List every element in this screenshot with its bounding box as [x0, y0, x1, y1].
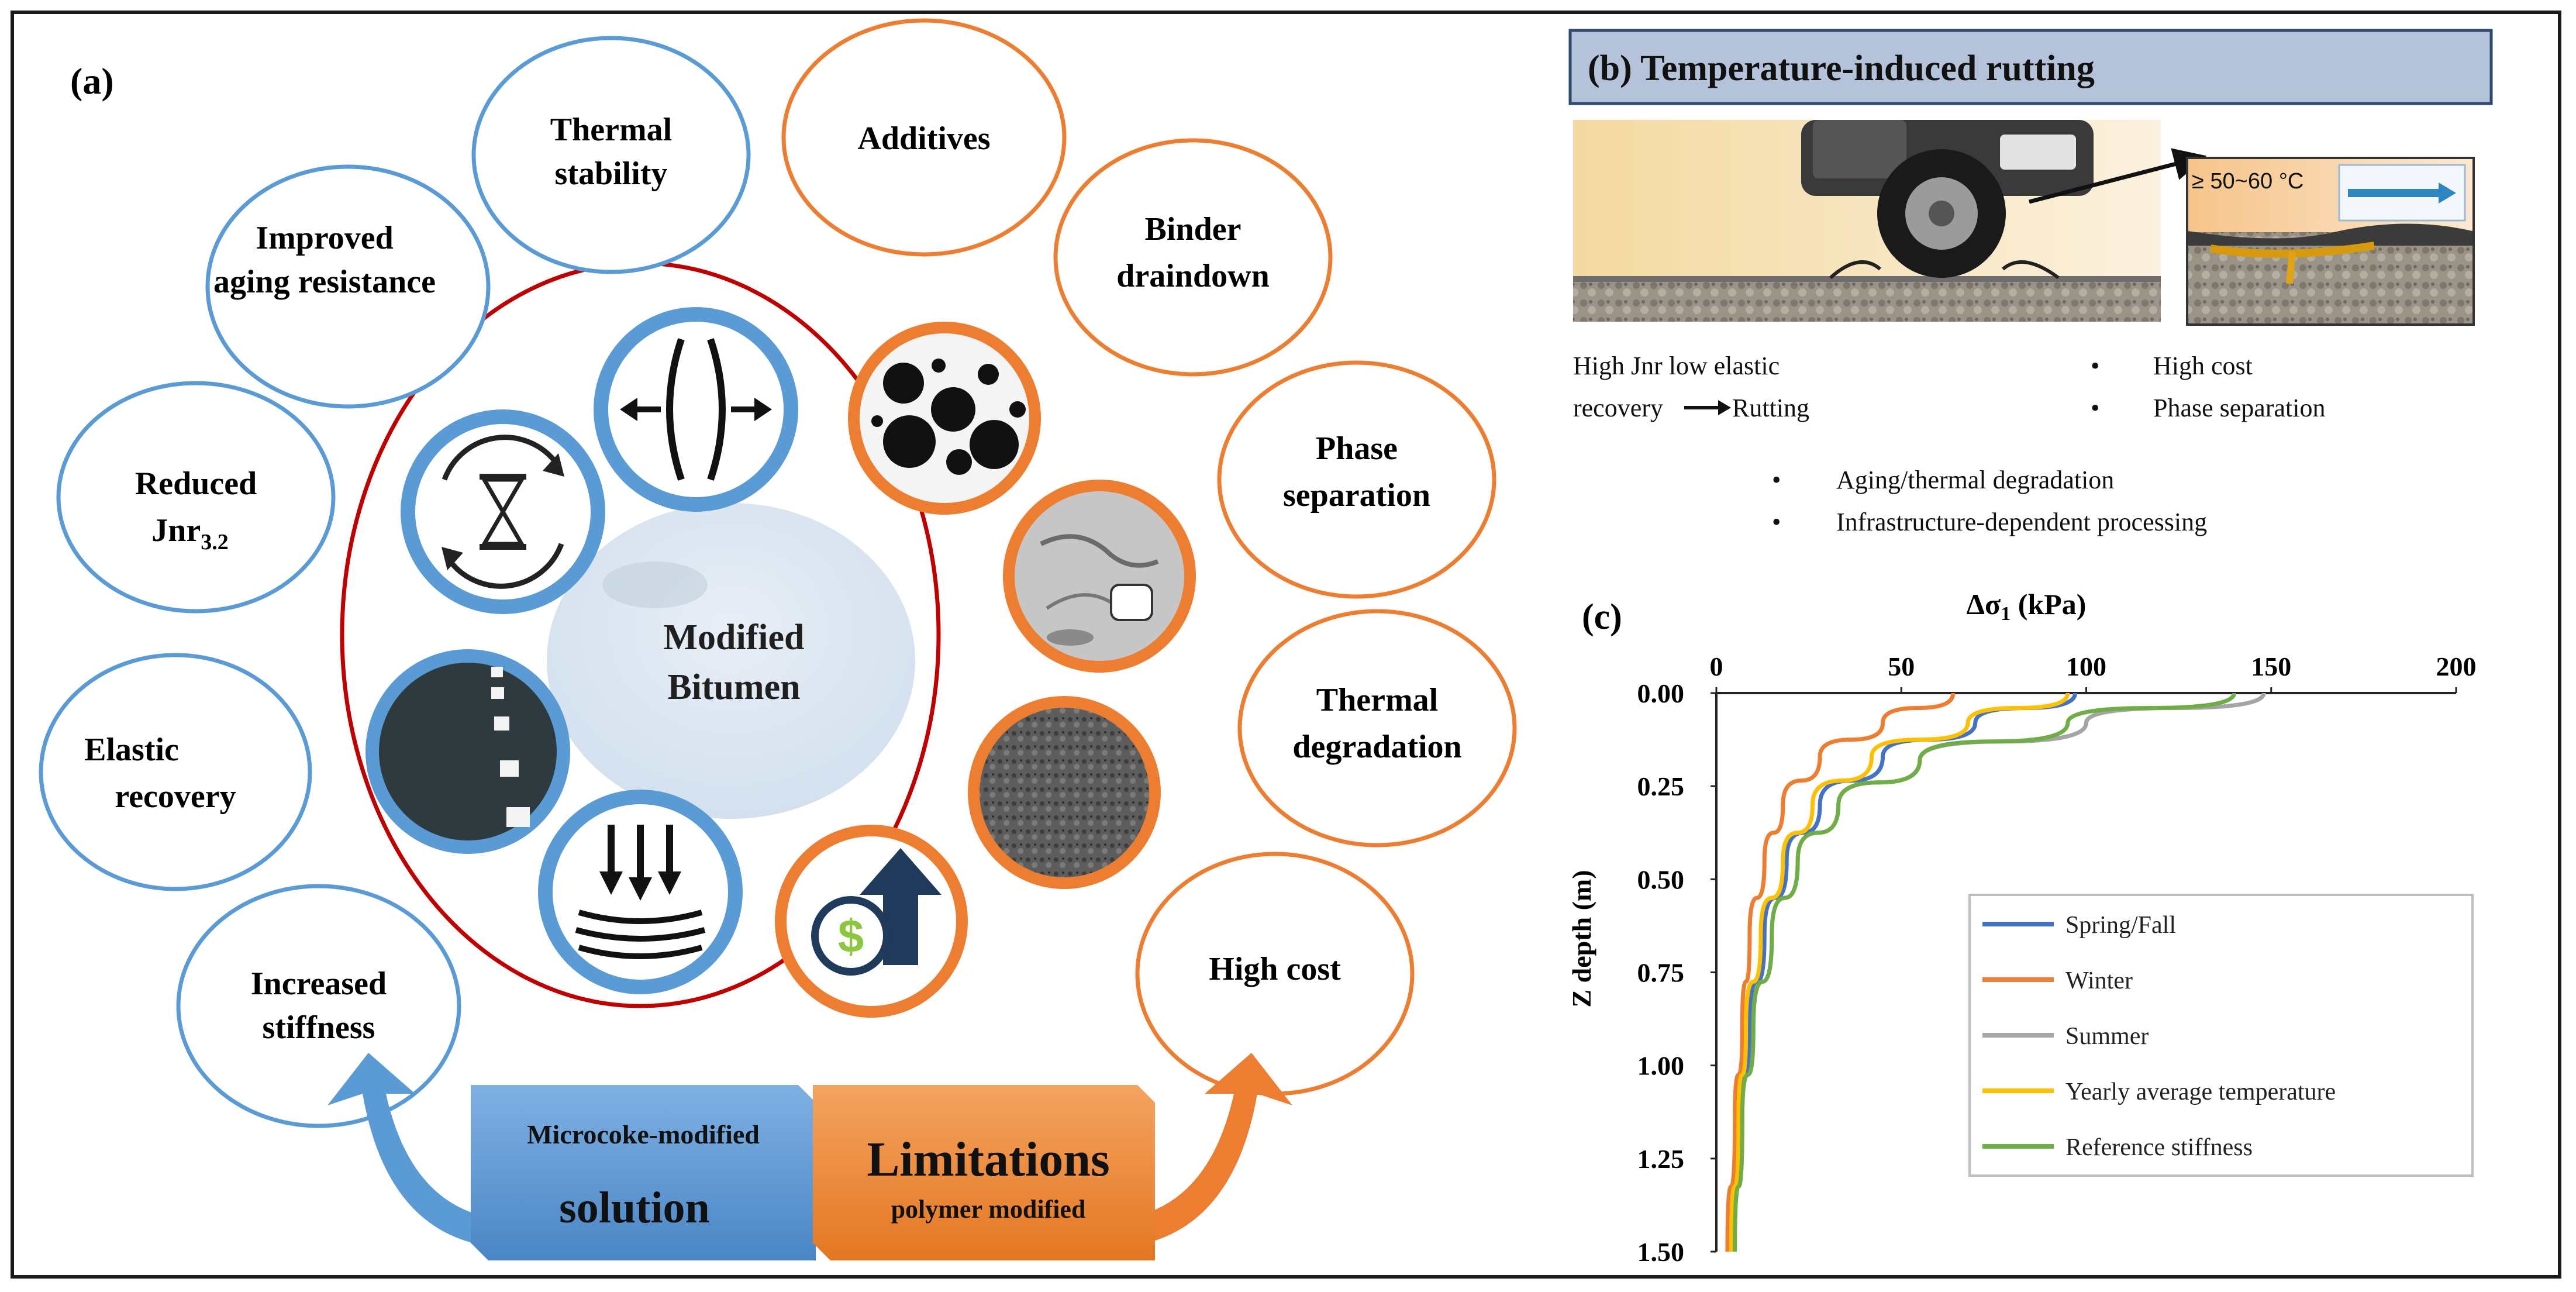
series-line-yearly-average-temperature: [1729, 692, 2070, 1252]
jnr-subscript: 3.2: [201, 530, 229, 554]
benefit-reduced-jnr: Reduced Jnr3.2: [56, 381, 336, 614]
svg-text:Jnr3.2: Jnr3.2: [151, 512, 229, 554]
svg-text:separation: separation: [1283, 477, 1430, 514]
svg-text:•: •: [1772, 466, 1781, 494]
x-tick-label: 100: [2066, 652, 2106, 681]
bullet-aging-thermal: Aging/thermal degradation: [1836, 466, 2114, 494]
y-tick-label: 1.25: [1637, 1144, 1685, 1174]
rough-surface-icon: [968, 696, 1161, 889]
solution-box: Microcoke-modified solution: [471, 1085, 816, 1260]
limitation-thermal-degradation: Thermal degradation: [1237, 609, 1517, 847]
bullet-high-cost: High cost: [2153, 352, 2253, 380]
svg-text:Reduced: Reduced: [135, 466, 257, 502]
limitation-big-text: Limitations: [867, 1132, 1109, 1187]
limitation-box: Limitations polymer modified: [813, 1085, 1155, 1260]
bullet-phase-separation: Phase separation: [2153, 394, 2325, 422]
limitation-high-cost: High cost: [1135, 852, 1415, 1096]
svg-text:Thermal: Thermal: [1316, 682, 1438, 718]
series-line-winter: [1725, 692, 1956, 1252]
y-axis-title: Z depth (m): [1567, 870, 1596, 1007]
svg-text:Elastic: Elastic: [84, 732, 179, 768]
svg-text:$: $: [838, 910, 864, 962]
svg-text:High cost: High cost: [1209, 951, 1341, 987]
svg-text:•: •: [1772, 508, 1781, 536]
svg-text:•: •: [2091, 352, 2099, 380]
cracked-pavement-icon: [1003, 480, 1196, 673]
svg-text:stiffness: stiffness: [263, 1010, 375, 1046]
solution-small-text: Microcoke-modified: [527, 1119, 760, 1149]
rut-zoom-inset: ≥ 50~60 °C: [2186, 157, 2475, 326]
svg-text:•: •: [2091, 394, 2099, 422]
svg-text:Binder: Binder: [1145, 211, 1242, 247]
y-tick-label: 1.50: [1637, 1237, 1685, 1267]
legend-label: Reference stiffness: [2065, 1134, 2253, 1161]
solution-curved-arrow: [327, 1053, 485, 1246]
bullet-infrastructure: Infrastructure-dependent processing: [1836, 508, 2207, 536]
benefit-thermal-stability: Thermal stability: [471, 36, 751, 274]
svg-text:Improved: Improved: [256, 220, 393, 256]
x-tick-label: 0: [1710, 652, 1723, 681]
truck-rutting-scene: [1573, 120, 2207, 322]
cost-increase-icon: $: [775, 825, 968, 1018]
svg-text:stability: stability: [555, 156, 668, 192]
panel-b-title: (b) Temperature-induced rutting: [1588, 49, 2095, 88]
limitation-curved-arrow: [1134, 1053, 1292, 1246]
zoom-pointer-arrow: [2029, 148, 2207, 204]
svg-text:Phase: Phase: [1316, 430, 1398, 467]
x-axis-title: Δσ1 (kPa): [1967, 588, 2087, 625]
limitation-phase-separation: Phase separation: [1217, 360, 1496, 599]
temperature-label: ≥ 50~60 °C: [2192, 169, 2303, 194]
series-line-reference-stiffness: [1733, 692, 2236, 1252]
jnr-text-rutting: Rutting: [1732, 394, 1809, 422]
benefit-improved-aging-resistance: Improved aging resistance: [205, 164, 491, 409]
y-tick-label: 1.00: [1637, 1051, 1685, 1081]
legend-label: Spring/Fall: [2065, 912, 2176, 939]
y-tick-label: 0.75: [1637, 958, 1685, 988]
limitation-additives: Additives: [781, 18, 1067, 257]
benefit-elastic-recovery: Elastic recovery: [39, 653, 312, 891]
jnr-text-recovery: recovery: [1573, 394, 1663, 422]
panel-a-label: (a): [70, 60, 114, 102]
x-tick-label: 150: [2251, 652, 2291, 681]
limitation-small-text: polymer modified: [891, 1195, 1086, 1224]
jnr-text: Jnr: [151, 512, 201, 549]
stress-depth-chart: (c) Δσ1 (kPa) Z depth (m) 0 50 100 150 200 0.…: [1567, 588, 2477, 1267]
limitation-binder-draindown: Binder draindown: [1053, 138, 1333, 377]
compression-load-icon: [538, 790, 743, 994]
panel-b-title-bar: (b) Temperature-induced rutting: [1568, 29, 2493, 105]
svg-text:Thermal: Thermal: [550, 112, 672, 148]
center-line2: Bitumen: [667, 667, 800, 707]
bubbles-photo-icon: [848, 322, 1041, 515]
road-lane-icon: [365, 649, 570, 854]
y-tick-label: 0.25: [1637, 771, 1685, 801]
y-tick-label: 0.50: [1637, 864, 1685, 894]
figure-frame: [11, 11, 2561, 1279]
panel-c-label: (c): [1582, 597, 1622, 637]
center-line1: Modified: [663, 618, 804, 657]
y-tick-label: 0.00: [1637, 678, 1685, 708]
benefit-increased-stiffness: Increased stiffness: [176, 884, 461, 1128]
svg-text:recovery: recovery: [115, 778, 236, 815]
svg-text:Additives: Additives: [857, 120, 990, 157]
legend-label: Summer: [2065, 1023, 2149, 1050]
x-tick-label: 50: [1888, 652, 1915, 681]
jnr-text-line1: High Jnr low elastic: [1573, 352, 1780, 380]
hourglass-cycle-icon: [401, 409, 605, 614]
legend-label: Yearly average temperature: [2065, 1079, 2336, 1105]
expansion-icon: [594, 307, 798, 512]
solution-big-text: solution: [559, 1183, 710, 1232]
svg-text:Increased: Increased: [251, 966, 387, 1002]
svg-text:aging resistance: aging resistance: [213, 264, 436, 300]
legend-label: Winter: [2065, 967, 2133, 994]
x-tick-label: 200: [2436, 652, 2477, 681]
svg-text:degradation: degradation: [1292, 729, 1461, 765]
svg-text:draindown: draindown: [1116, 258, 1269, 294]
center-modified-bitumen: Modified Bitumen: [541, 497, 927, 833]
